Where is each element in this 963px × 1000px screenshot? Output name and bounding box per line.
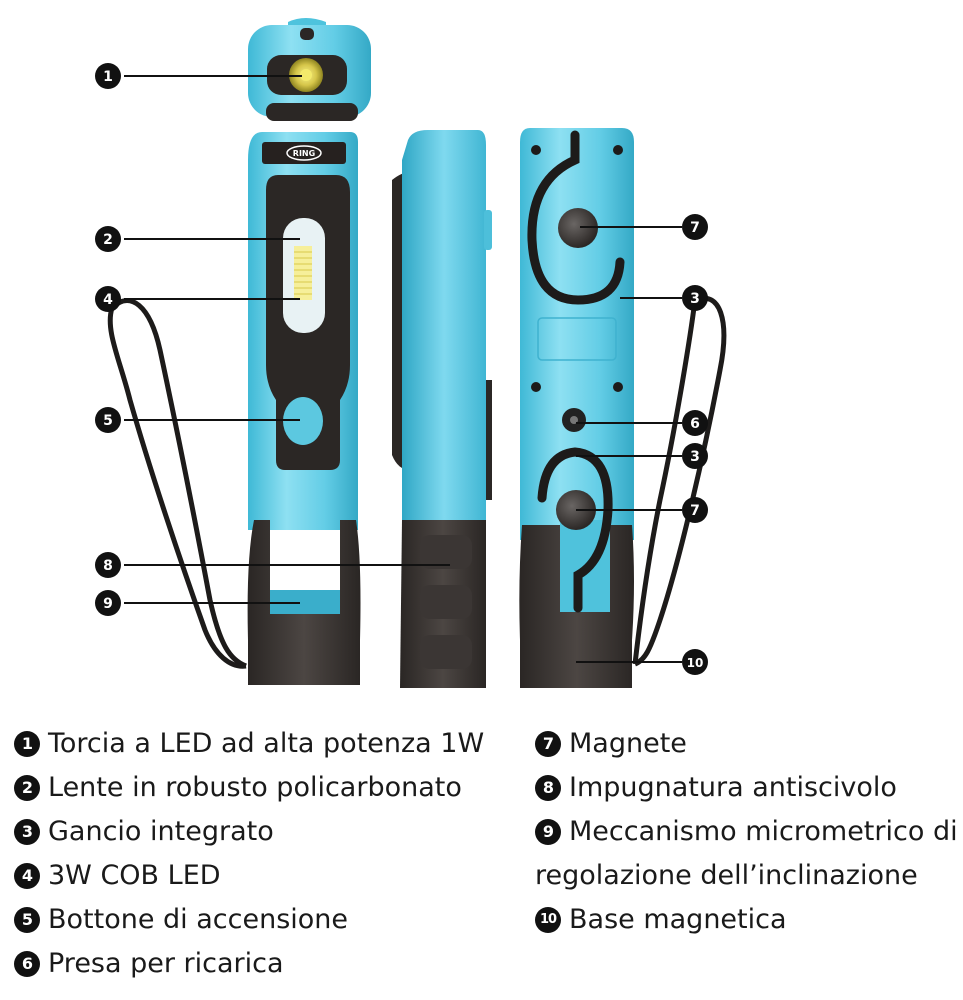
marker-7-top: 7: [682, 214, 708, 240]
legend-text: Gancio integrato: [48, 816, 274, 847]
marker-4: 4: [95, 286, 121, 312]
marker-2: 2: [95, 226, 121, 252]
legend-item-8: 8 Impugnatura antiscivolo: [535, 772, 897, 803]
legend-item-9-continuation: regolazione dell’inclinazione: [535, 860, 918, 891]
legend-item-2: 2 Lente in robusto policarbonato: [14, 772, 462, 803]
lamp-front-view: RING: [247, 132, 361, 685]
legend-badge: 10: [535, 906, 561, 933]
legend-text: Torcia a LED ad alta potenza 1W: [48, 728, 485, 759]
legend-item-1: 1 Torcia a LED ad alta potenza 1W: [14, 728, 484, 759]
product-diagram: RING: [95, 18, 727, 688]
power-button: [283, 397, 323, 445]
legend-text: Impugnatura antiscivolo: [569, 772, 897, 803]
marker-7-bottom: 7: [682, 497, 708, 523]
marker-3-top: 3: [682, 285, 708, 311]
legend-badge: 5: [14, 906, 40, 933]
legend-item-4: 4 3W COB LED: [14, 860, 221, 891]
callout-markers: 1 2 4 5 8 9 7 3 6 3 7 10: [95, 63, 708, 675]
legend-item-7: 7 Magnete: [535, 728, 687, 759]
svg-text:6: 6: [690, 416, 700, 432]
svg-text:7: 7: [690, 220, 700, 236]
legend-badge: 9: [535, 818, 561, 845]
svg-text:2: 2: [103, 232, 113, 248]
legend-item-5: 5 Bottone di accensione: [14, 904, 348, 935]
legend-badge: 8: [535, 774, 561, 801]
legend-text: 3W COB LED: [48, 860, 221, 891]
svg-text:10: 10: [687, 656, 704, 670]
svg-text:9: 9: [103, 596, 113, 612]
svg-text:3: 3: [690, 449, 700, 465]
legend-badge: 3: [14, 818, 40, 845]
svg-text:5: 5: [103, 413, 113, 429]
legend-badge: 6: [14, 950, 40, 977]
marker-8: 8: [95, 552, 121, 578]
svg-text:1: 1: [103, 69, 113, 85]
svg-text:7: 7: [690, 503, 700, 519]
legend-badge: 1: [14, 730, 40, 757]
legend-text: Meccanismo micrometrico di: [569, 816, 958, 847]
legend-item-9: 9 Meccanismo micrometrico di: [535, 816, 958, 847]
legend-text: Lente in robusto policarbonato: [48, 772, 462, 803]
torch-head: [248, 18, 371, 121]
legend-text: Presa per ricarica: [48, 948, 284, 979]
svg-text:3: 3: [690, 291, 700, 307]
svg-text:8: 8: [103, 558, 113, 574]
legend-badge: 4: [14, 862, 40, 889]
magnet-top: [558, 208, 598, 248]
legend-text: Magnete: [569, 728, 687, 759]
marker-10: 10: [682, 649, 708, 675]
legend-item-6: 6 Presa per ricarica: [14, 948, 284, 979]
marker-5: 5: [95, 407, 121, 433]
brand-text: RING: [293, 149, 315, 158]
lanyard-left: [110, 298, 247, 669]
marker-6: 6: [682, 410, 708, 436]
lanyard-right: [633, 295, 727, 667]
legend-item-3: 3 Gancio integrato: [14, 816, 274, 847]
legend-text: Bottone di accensione: [48, 904, 349, 935]
legend-text: Base magnetica: [569, 904, 787, 935]
legend-badge: 2: [14, 774, 40, 801]
marker-1: 1: [95, 63, 121, 89]
legend: 1 Torcia a LED ad alta potenza 1W 2 Lent…: [0, 720, 963, 1000]
legend-badge: 7: [535, 730, 561, 757]
marker-3-bottom: 3: [682, 443, 708, 469]
leader-lines: [124, 75, 682, 663]
marker-9: 9: [95, 590, 121, 616]
svg-text:4: 4: [103, 292, 113, 308]
brand-logo: [286, 145, 322, 161]
lamp-back-view: [519, 128, 634, 688]
legend-item-10: 10 Base magnetica: [535, 904, 787, 935]
lamp-side-view: [392, 130, 492, 688]
